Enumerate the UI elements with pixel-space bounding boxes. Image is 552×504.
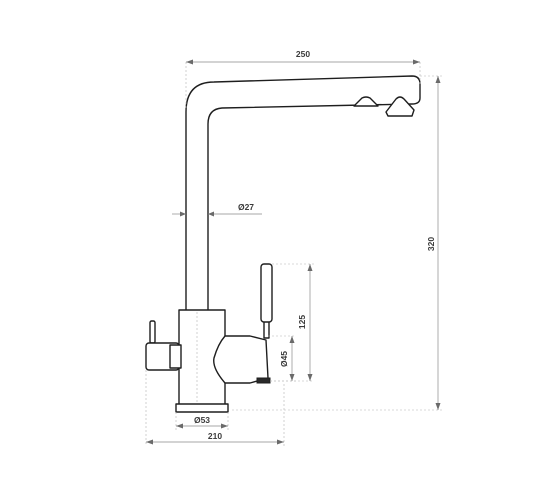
dimension-label-lever-height: 125 <box>297 315 307 329</box>
mixer-lever-body <box>213 335 269 384</box>
spout-outlet-small <box>353 96 379 107</box>
dimension-label-base-width: 210 <box>208 431 222 441</box>
faucet-outline <box>145 75 421 413</box>
filter-handle-collar <box>169 344 182 369</box>
dimension-lever-diameter: Ø45 <box>268 335 296 382</box>
dimension-label-spout-diameter: Ø27 <box>238 202 254 212</box>
dimension-reach: 250 <box>185 49 421 108</box>
mixer-lever-cap <box>256 377 271 384</box>
dimension-label-reach: 250 <box>296 49 310 59</box>
dimension-label-lever-diameter: Ø45 <box>279 351 289 367</box>
dimension-spout-diameter: Ø27 <box>172 202 262 217</box>
spout-arm <box>185 75 421 313</box>
spout-outlet-large <box>385 96 415 117</box>
dimension-label-height: 320 <box>426 237 436 251</box>
lever-stem <box>260 263 273 323</box>
lever-stem-neck <box>263 319 270 339</box>
dimension-label-base-diameter: Ø53 <box>194 415 210 425</box>
dimension-base-diameter: Ø53 <box>175 412 229 430</box>
dimension-height: 320 <box>232 75 442 411</box>
base-plate <box>175 403 229 413</box>
dimension-base-width: 210 <box>145 370 285 446</box>
filter-handle-knob-cap <box>149 320 156 344</box>
